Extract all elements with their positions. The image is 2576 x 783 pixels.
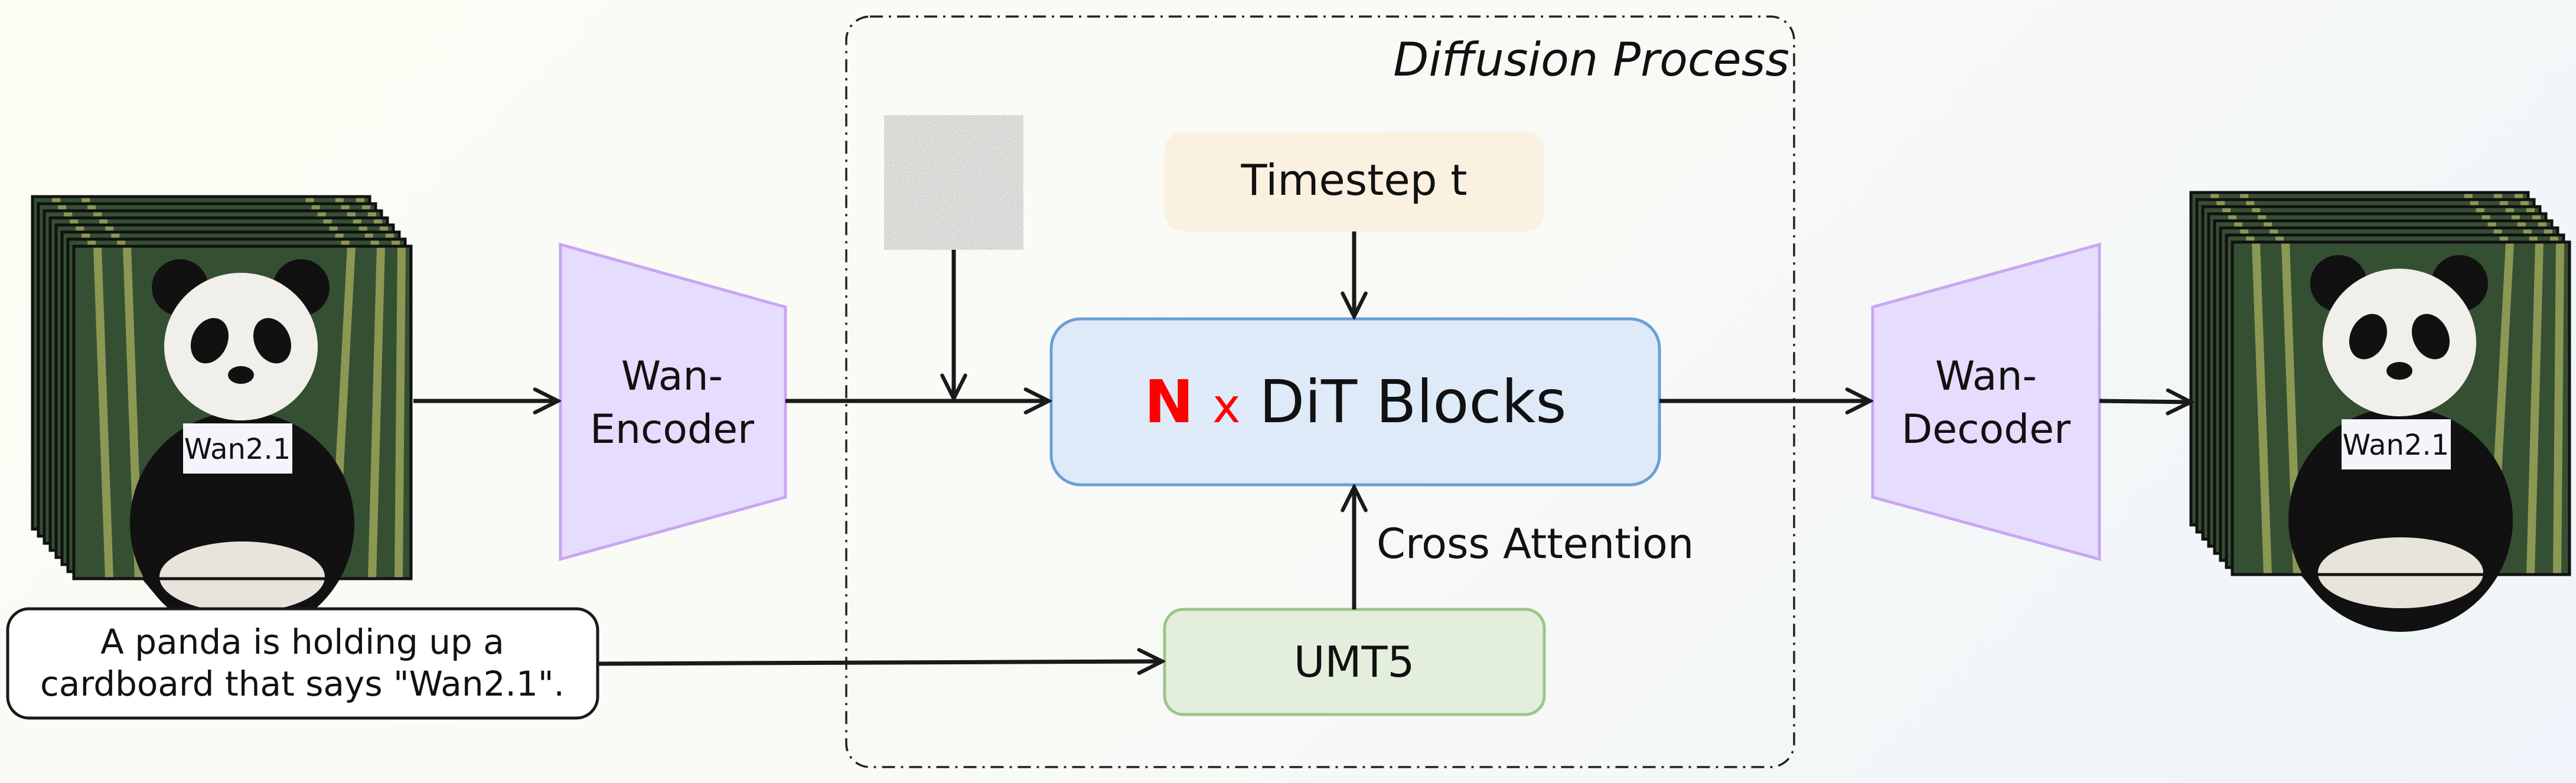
arrow-decoder-to-frames: [2099, 401, 2191, 402]
dit-multiply-x: x: [1212, 379, 1240, 433]
wan-decoder-block: [1871, 242, 2101, 562]
decoder-label-line2: Decoder: [1902, 406, 2070, 453]
output-sign-text: Wan2.1: [2343, 429, 2450, 462]
dit-blocks-label: N x DiT Blocks: [1144, 367, 1567, 436]
cross-attention-label: Cross Attention: [1377, 520, 1694, 568]
prompt-line2: cardboard that says "Wan2.1".: [40, 664, 565, 704]
prompt-line1: A panda is holding up a: [100, 622, 504, 662]
output-frame-border: [2231, 240, 2571, 576]
diffusion-process-title: Diffusion Process: [1393, 34, 1789, 87]
encoder-label-line1: Wan-: [621, 353, 723, 400]
encoder-label-line2: Encoder: [590, 406, 754, 453]
dit-blocks-text: DiT Blocks: [1259, 367, 1566, 436]
output-video-frames: Wan2.1: [2191, 193, 2570, 632]
timestep-label: Timestep t: [1240, 155, 1467, 205]
wan-encoder-block: [559, 242, 787, 562]
input-frame-border: [72, 244, 413, 580]
decoder-label-line1: Wan-: [1935, 353, 2037, 400]
dit-count-n: N: [1144, 367, 1194, 436]
noise-latent-image: [884, 115, 1023, 250]
input-sign-text: Wan2.1: [184, 433, 291, 466]
arrow-prompt-to-umt5: [597, 661, 1162, 664]
diffusion-process-container: [845, 15, 1795, 768]
umt5-label: UMT5: [1294, 637, 1415, 687]
input-video-frames: Wan2.1: [32, 197, 411, 636]
timestep-box: [1165, 132, 1544, 231]
